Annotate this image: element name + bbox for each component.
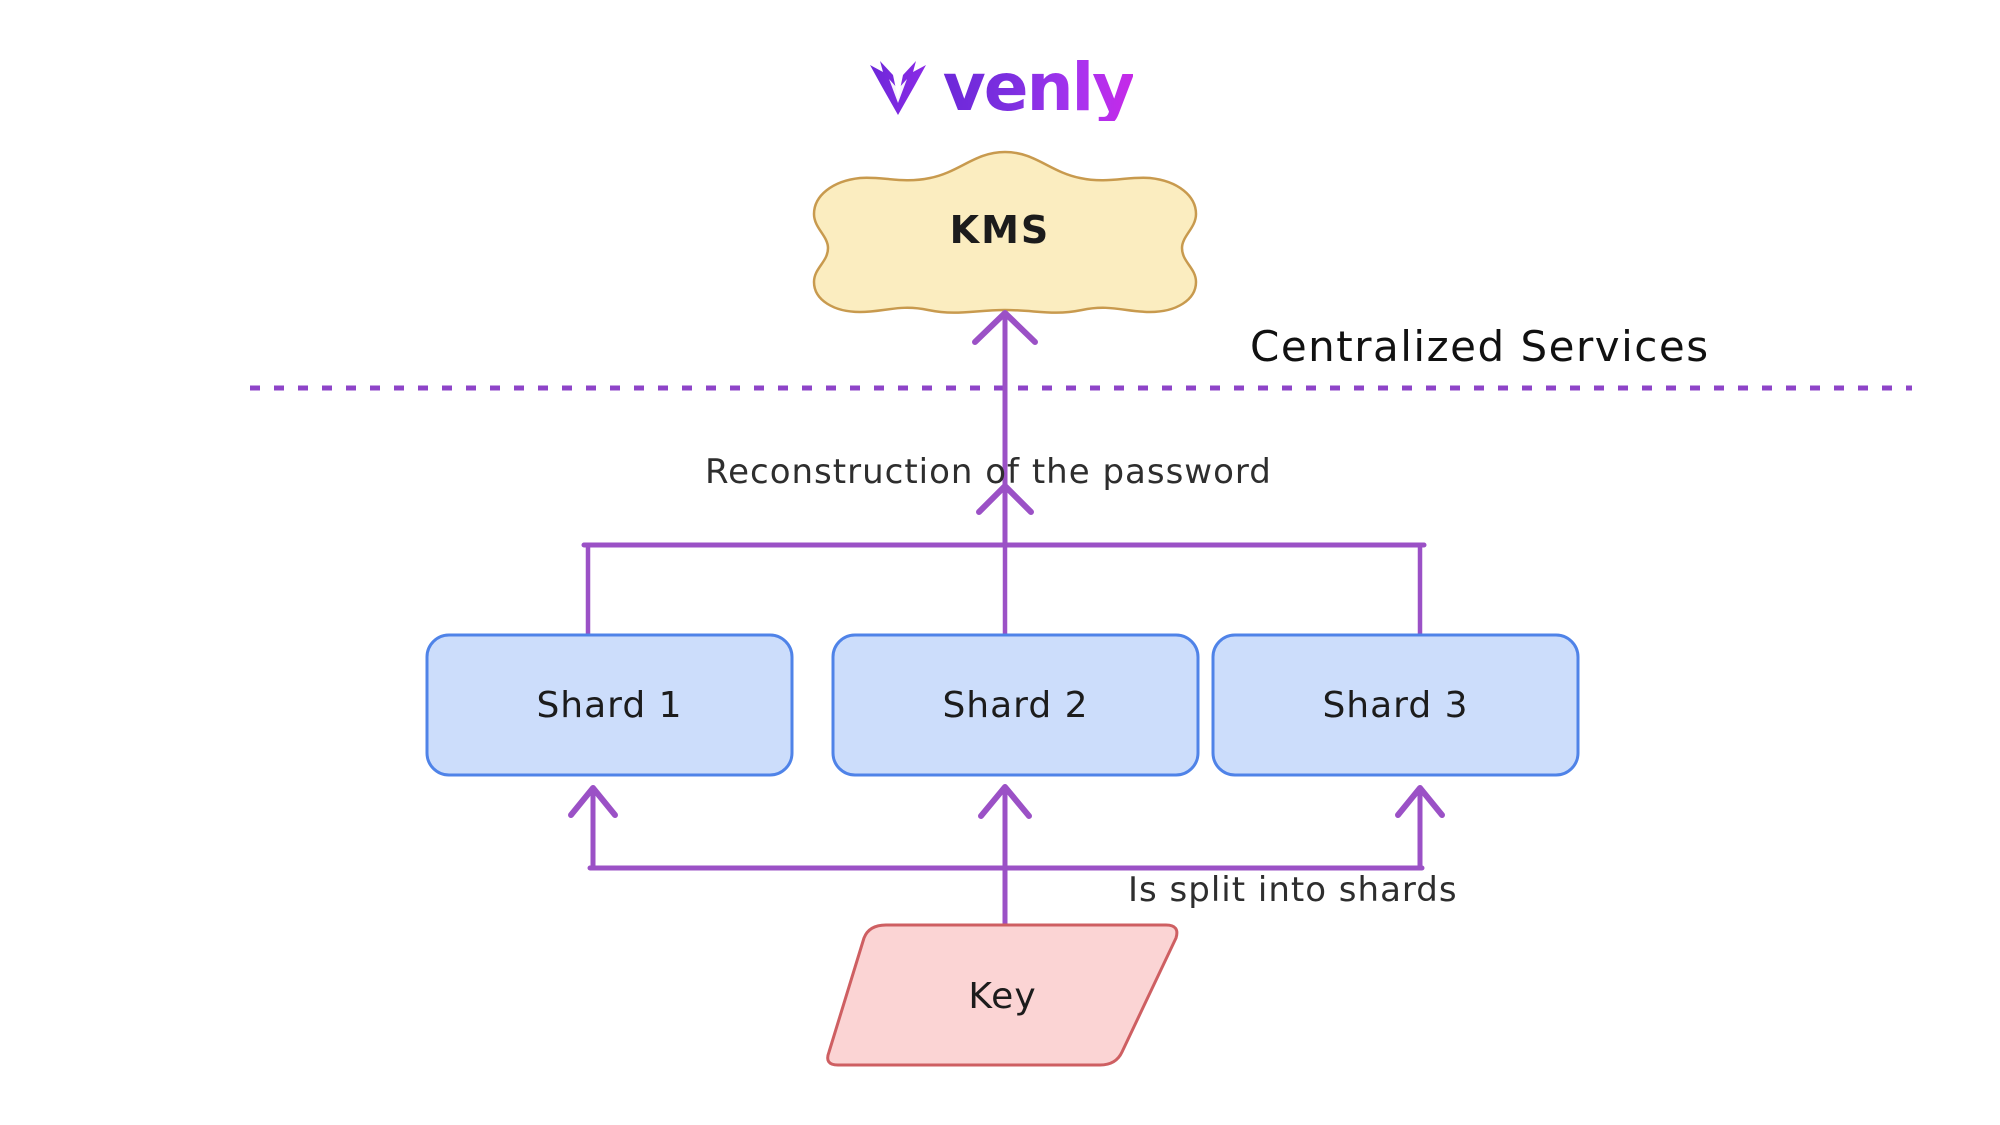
edge-key-to-shards	[568, 784, 1445, 928]
shard-3-box[interactable]	[1211, 633, 1580, 777]
kms-label: KMS	[949, 208, 1051, 252]
venly-logo: venly	[0, 55, 2000, 121]
key-parallelogram-shape[interactable]	[826, 923, 1179, 1067]
shard-1-label: Shard 1	[536, 684, 683, 726]
arrowhead-to-shard-3	[1395, 785, 1445, 818]
arrowhead-to-shard-2	[978, 784, 1032, 819]
shard-2-box[interactable]	[831, 633, 1200, 777]
edge-label-split: Is split into shards	[1128, 870, 1458, 910]
key-label: Key	[968, 975, 1037, 1017]
arrowhead-to-kms	[972, 310, 1038, 345]
arrowhead-to-shard-1	[568, 785, 618, 818]
edge-label-reconstruction: Reconstruction of the password	[705, 452, 1272, 492]
shard-2-label: Shard 2	[942, 684, 1089, 726]
brand-name: venly	[942, 49, 1135, 126]
venly-v-mark-icon	[869, 61, 926, 115]
shard-1-box[interactable]	[425, 633, 794, 777]
arrowhead-mid-reconstruction	[976, 483, 1034, 515]
shard-3-label: Shard 3	[1322, 684, 1469, 726]
edge-shards-to-kms	[581, 310, 1427, 640]
zone-label-centralized-services: Centralized Services	[1250, 322, 1710, 371]
